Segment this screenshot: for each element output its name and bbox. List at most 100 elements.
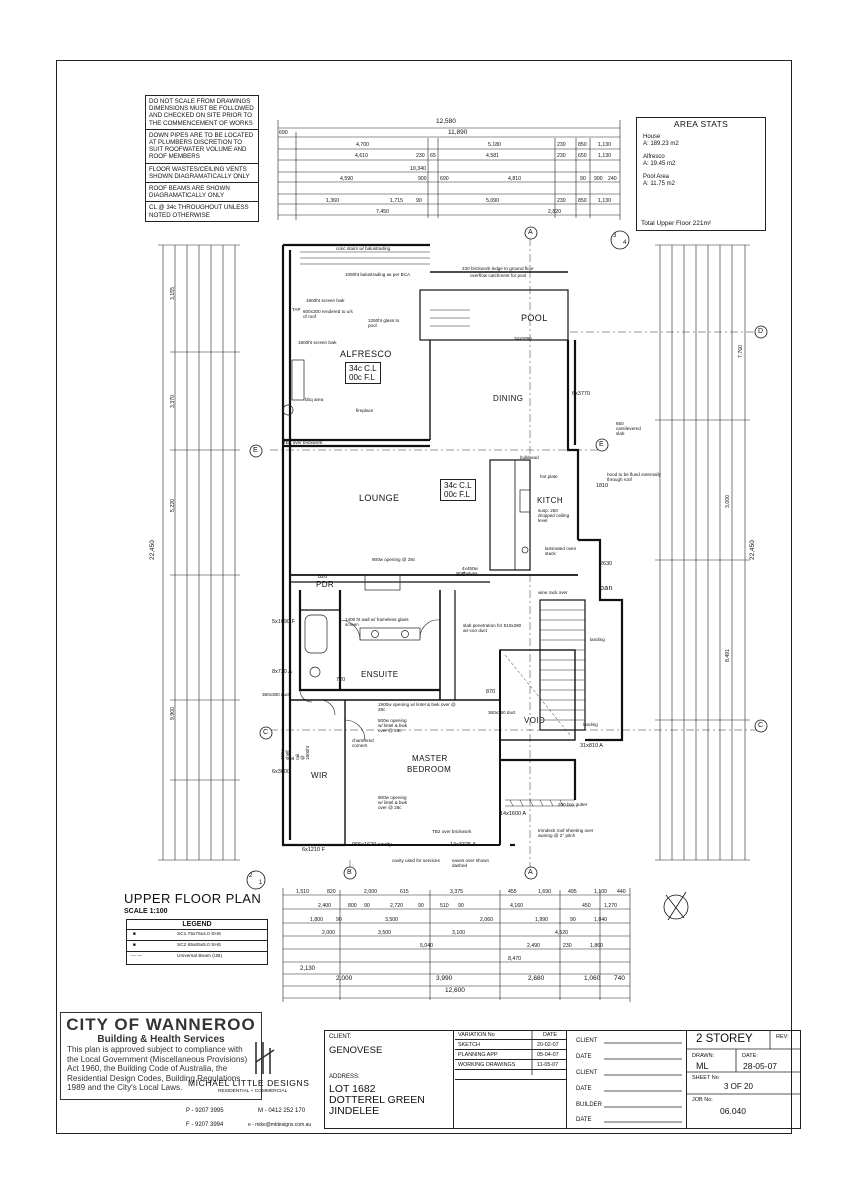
area-alfresco-label: Alfresco xyxy=(643,154,665,160)
note-hotplate: hot plate xyxy=(540,474,558,479)
note-870: 870 xyxy=(486,689,496,695)
note-2630: 2630 xyxy=(600,561,613,567)
dim-bottom-overall: 12,600 xyxy=(445,987,465,994)
note-820: 820 xyxy=(318,574,328,580)
note-720: 720 xyxy=(336,677,346,683)
area-pool-label: Pool Area xyxy=(643,174,670,180)
note-bulkhead: bulkhead xyxy=(520,455,539,460)
plan-title: UPPER FLOOR PLAN xyxy=(124,891,262,906)
dim-t5-3: 5,090 xyxy=(486,198,499,204)
stamp-line2: Building & Health Services xyxy=(97,1034,225,1045)
grid-label-c-right: C xyxy=(758,722,764,729)
dim-b6-0: 8,470 xyxy=(508,956,521,962)
note-5x1690: 5x1690 F xyxy=(272,619,295,625)
dim-top-overall: 12,580 xyxy=(436,118,456,125)
legend-title: LEGEND xyxy=(127,920,267,930)
company-phone: P - 9207 3995 xyxy=(186,1108,224,1114)
dim-t5-2: 90 xyxy=(416,198,422,204)
date-value: 28-05-07 xyxy=(743,1061,778,1071)
room-pantry: pan xyxy=(600,585,613,592)
note-14x3375: 14x3375 A xyxy=(450,842,476,848)
dim-b7-3: 2,680 xyxy=(528,975,545,982)
dim-t2-5: 650 xyxy=(578,153,587,159)
grid-marker-e-right xyxy=(595,438,609,452)
legend-row-sc2: ■SC2 65x65x5.0 SHS xyxy=(127,941,267,952)
grid-label-e-right: E xyxy=(599,441,604,448)
variation-2-name: PLANNING APP xyxy=(458,1051,498,1058)
plan-scale: SCALE 1:100 xyxy=(124,908,168,915)
dim-t4-5: 990 xyxy=(594,176,603,182)
address-line1: LOT 1682 xyxy=(329,1083,376,1095)
note-650: 650 cantilevered slab xyxy=(616,421,641,436)
grid-label-b: B xyxy=(347,869,352,876)
variation-3-name: WORKING DRAWINGS xyxy=(458,1061,516,1068)
room-alfresco: ALFRESCO xyxy=(340,349,392,359)
company-logo-icon xyxy=(255,1042,275,1074)
date-label: DATE: xyxy=(742,1053,758,1059)
grid-marker-d xyxy=(754,325,768,339)
note-965x1620: 965x1620 cavity xyxy=(352,842,392,848)
signoff-client-2: CLIENT xyxy=(576,1070,598,1076)
dim-b1-3: 615 xyxy=(400,889,409,895)
area-pool-value: A: 11.75 m2 xyxy=(643,181,675,187)
variation-row-1: SKETCH 20-02-07 xyxy=(455,1040,566,1050)
dimension-lines xyxy=(158,120,750,1002)
signoff-builder: BUILDER xyxy=(576,1102,603,1108)
note-balustrade: 1050ht balustrading as per BCA xyxy=(345,272,411,277)
dim-left-overall: 22,450 xyxy=(149,540,156,560)
address-line3: JINDELEE xyxy=(329,1105,380,1117)
dim-b2-0: 2,400 xyxy=(318,903,331,909)
area-stats: AREA STATS House A: 189.23 m2 Alfresco A… xyxy=(636,117,766,231)
company-tag: RESIDENTIAL + COMMERCIAL xyxy=(218,1089,288,1094)
dim-b3-1: 90 xyxy=(336,917,342,923)
dim-b2-4: 90 xyxy=(418,903,424,909)
note-shelf-rail: 450w shelf & rail @ 1800ht xyxy=(280,745,310,760)
section-label-3: 3 xyxy=(613,233,617,239)
area-total: Total Upper Floor 221m² xyxy=(641,220,712,227)
client-label: CLIENT: xyxy=(329,1034,352,1040)
dim-right-0: 7,760 xyxy=(738,345,744,358)
note-380: 380x380 duct xyxy=(262,692,290,697)
room-wir: WIR xyxy=(311,771,328,780)
client-name: GENOVESE xyxy=(329,1045,383,1056)
area-house-value: A: 189.23 m2 xyxy=(643,141,679,147)
dim-t1-3: 230 xyxy=(557,142,566,148)
grid-label-e-left: E xyxy=(253,447,258,454)
dim-b5-2: 230 xyxy=(563,943,572,949)
section-label-1: 1 xyxy=(259,880,263,886)
stamp-body: This plan is approved subject to complia… xyxy=(67,1045,248,1093)
note-ensuite-wall: 1400 ht wall w/ frameless glass screen xyxy=(345,617,409,627)
note-slab: slab penetration for 510x280 air-con duc… xyxy=(463,623,522,633)
note-scale: DO NOT SCALE FROM DRAWINGS DIMENSIONS MU… xyxy=(146,96,258,130)
note-gutter: 200 box gutter xyxy=(558,802,588,807)
note-fireplace: fireplace xyxy=(356,408,374,413)
note-6x3770: 6x3770 xyxy=(572,391,591,397)
variation-1-name: SKETCH xyxy=(458,1041,480,1048)
variation-1-date: 20-02-07 xyxy=(537,1041,559,1048)
room-lounge: LOUNGE xyxy=(359,493,400,503)
drawn-label: DRAWN: xyxy=(692,1053,715,1059)
dim-t4-4: 90 xyxy=(580,176,586,182)
grid-label-a-bottom: A xyxy=(528,869,533,876)
dim-left-3: 9,900 xyxy=(170,707,176,720)
note-oven: laminated oven stack xyxy=(545,546,577,556)
dim-b2-3: 2,720 xyxy=(390,903,403,909)
note-1810: 1810 xyxy=(596,483,609,489)
dim-b1-7: 495 xyxy=(568,889,577,895)
dim-b4-3: 4,520 xyxy=(555,930,568,936)
dim-t1-4: 850 xyxy=(578,142,587,148)
note-screen2: 1800ht screen bwk xyxy=(298,340,337,345)
dim-t4-2: 690 xyxy=(440,176,449,182)
note-pool-size: 34x5090 xyxy=(514,336,532,341)
room-void: VOID xyxy=(524,716,546,725)
dim-left-1: 3,370 xyxy=(170,395,176,408)
dim-b5-3: 1,860 xyxy=(590,943,603,949)
storey-label: 2 STOREY xyxy=(696,1033,753,1045)
note-opening500: 500w opening w/ lintel & bwk over @ 28c xyxy=(378,718,408,733)
signoff-date-3: DATE xyxy=(576,1117,592,1123)
dim-b1-6: 1,690 xyxy=(538,889,551,895)
signoff-date-1: DATE xyxy=(576,1054,592,1060)
north-arrow xyxy=(663,891,689,921)
variation-date-header: DATE xyxy=(543,1031,557,1038)
dim-t1-5: 1,130 xyxy=(598,142,611,148)
